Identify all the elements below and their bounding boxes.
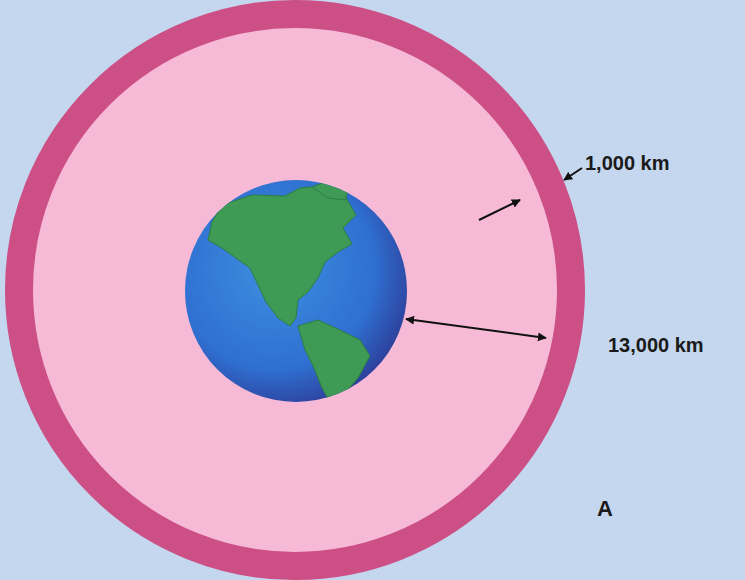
figure-letter: A <box>597 496 613 522</box>
earth-globe <box>185 180 407 402</box>
dimension-arrow <box>406 319 546 338</box>
orbit-ring <box>19 14 571 566</box>
dimension-label: 13,000 km <box>608 334 704 357</box>
leader-arrow <box>479 200 520 220</box>
leader-arrow <box>564 168 582 180</box>
continents <box>208 180 370 402</box>
dimension-label: 1,000 km <box>585 152 670 175</box>
